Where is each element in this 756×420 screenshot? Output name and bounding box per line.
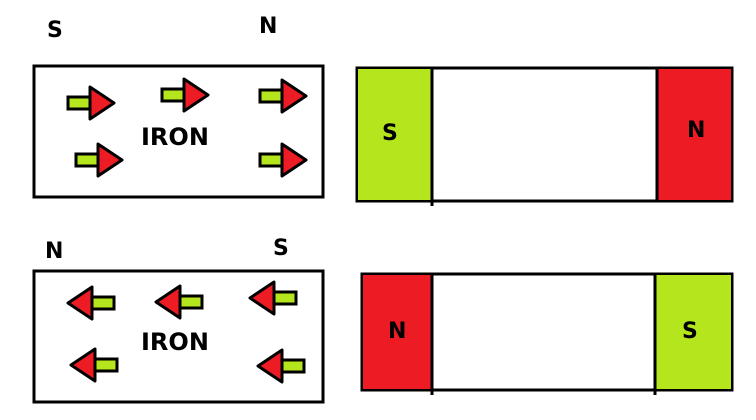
top-iron-left-pole-label: S: [47, 18, 63, 43]
domain-arrow-left-icon: [248, 280, 298, 316]
bottom-iron-label: IRON: [141, 328, 209, 356]
bottom-domain-arrows: [66, 280, 306, 384]
bottom-magnet-left-pole-label: N: [388, 319, 406, 344]
top-magnet-left-pole-label: S: [382, 121, 398, 146]
bottom-iron-right-pole-label: S: [273, 236, 289, 261]
top-magnet-left-pole: [358, 69, 432, 200]
domain-arrow-left-icon: [154, 284, 204, 320]
bottom-row: N S IRON N S: [32, 236, 734, 404]
bottom-magnet-right-pole: [655, 275, 731, 389]
domain-arrow-left-icon: [256, 348, 306, 384]
bottom-bar-magnet: N S: [360, 272, 734, 395]
domain-arrow-right-icon: [66, 85, 116, 121]
domain-arrow-right-icon: [258, 142, 308, 178]
bottom-iron-left-pole-label: N: [45, 239, 63, 264]
domain-arrow-right-icon: [258, 78, 308, 114]
domain-arrow-left-icon: [66, 285, 116, 321]
domain-arrow-right-icon: [74, 142, 124, 178]
top-magnet-right-pole: [657, 69, 731, 200]
bottom-magnet-right-pole-label: S: [682, 319, 698, 344]
top-bar-magnet: S N: [355, 66, 734, 206]
top-magnet-right-pole-label: N: [687, 118, 705, 143]
top-iron-right-pole-label: N: [259, 14, 277, 39]
domain-arrow-left-icon: [69, 347, 119, 383]
top-domain-arrows: [66, 77, 308, 178]
domain-arrow-right-icon: [160, 77, 210, 113]
top-row: S N IRON S N: [32, 14, 734, 206]
top-iron-label: IRON: [141, 123, 209, 151]
bottom-magnet-left-pole: [363, 275, 432, 389]
